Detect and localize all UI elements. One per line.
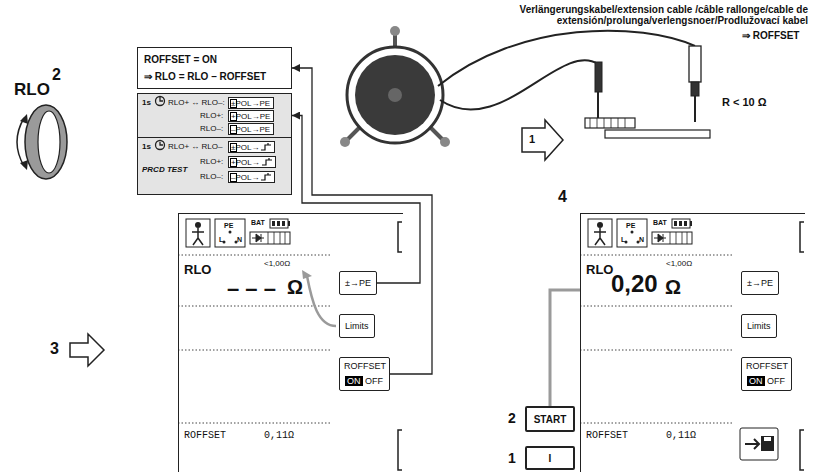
node-text: RLO+ ↔ RLO–: [168, 98, 225, 107]
plug-symbol [261, 173, 272, 182]
resistance-value: R < 10 Ω [722, 96, 767, 108]
offset-soft-key: ROFFSET ONOFF [339, 357, 390, 391]
node-text: RLO–: [200, 172, 223, 181]
limit-pointer [307, 276, 336, 326]
node-text: ON [345, 376, 363, 386]
node-text: –POL→PE [230, 125, 270, 134]
connector [292, 116, 420, 284]
polarity-icon: –POL→PE [228, 123, 274, 135]
formula-box: ROFFSET = ON ⇒ RLO = RLO – ROFFSET [137, 47, 292, 89]
node-text: ON [747, 376, 765, 386]
callout-number: 2 [52, 66, 61, 84]
offset-note: ⇒ ROFFSET [742, 30, 799, 41]
soft-key: Limits [741, 314, 777, 338]
node-text: PRCD TEST [142, 165, 187, 174]
node-text: RLO+ ↔ RLO– [168, 142, 222, 151]
node-text: L [219, 236, 223, 243]
prcd-panel: 1s RLO+ ↔ RLO– PRCD TEST RLO+: RLO–: ±POL→ +PO… [137, 137, 292, 195]
node-text: ROFFSET [184, 430, 226, 441]
soft-key: ±→PE [339, 271, 377, 295]
callout-number: 3 [50, 340, 59, 358]
display-screen: PEL N BAT RLO <1,00Ω – – – Ω ROFFSET 0,11Ω ±→PE Li… [178, 213, 403, 472]
start-key: START [525, 406, 575, 432]
node-text: OFF [767, 376, 785, 386]
node-text: 1s [142, 98, 151, 107]
display-screen: PEL N BAT RLO <1,00Ω 0,20 Ω ROFFSET 0,11Ω ±→PE Lim… [580, 213, 805, 472]
soft-key: ±→PE [741, 271, 779, 295]
polarity-icon: +POL→PE [228, 110, 274, 122]
function-name: RLO [14, 80, 50, 100]
callout-arrow [70, 334, 104, 366]
node-text: 0,20 [611, 270, 658, 298]
node-text: RLO+: [200, 111, 223, 120]
node-text: RLO–: [200, 124, 223, 133]
node-text: ±POL→ [230, 143, 259, 152]
node-text: PE [626, 222, 635, 229]
node-text: ROFFSET [746, 361, 788, 371]
callout-arrow [522, 120, 563, 160]
offset-soft-key: ROFFSET ONOFF [741, 357, 792, 391]
plug-symbol [262, 158, 273, 167]
timer-icon [156, 97, 165, 150]
node-text: BAT [251, 219, 265, 226]
test-leads [438, 31, 710, 138]
node-text: ROFFSET [344, 361, 386, 371]
polarity-icon: ±POL→ [228, 141, 275, 153]
node-text: 0,11Ω [666, 430, 696, 441]
node-text: +POL→ [230, 158, 260, 167]
node-text: Limits [345, 321, 369, 331]
polarity-icon: –POL→ [228, 171, 275, 183]
callout-number: 1 [508, 450, 516, 466]
connector [550, 290, 580, 406]
cable-reel [340, 26, 450, 147]
callout-number: 4 [558, 188, 567, 206]
node-text: +POL→PE [230, 112, 270, 121]
node-text: RLO+: [200, 157, 223, 166]
node-text: Ω [665, 276, 681, 299]
polarity-icon: +POL→ [228, 156, 276, 168]
node-text: ±POL→PE [230, 99, 270, 108]
node-text: RLO [586, 262, 613, 277]
toggle-panel: 1s RLO+ ↔ RLO–: RLO+: RLO–: ±POL→PE +POL→PE –P… [137, 93, 292, 138]
save-button [740, 428, 778, 460]
node-text: <1,00Ω [666, 259, 692, 268]
node-text: PE [224, 222, 233, 229]
node-text: <1,00Ω [264, 259, 290, 268]
node-text: –POL→ [230, 173, 259, 182]
node-text: L [621, 236, 625, 243]
node-text: BAT [653, 219, 667, 226]
node-text: Ω [287, 276, 303, 299]
node-text: 0,11Ω [264, 430, 294, 441]
on-key: I [525, 446, 575, 470]
plug-stroke [261, 173, 271, 180]
node-text: ⇒ RLO = RLO – ROFFSET [144, 71, 266, 82]
node-text: – – – [227, 276, 276, 302]
cable-caption: Verlängerungskabel/extension cable /câbl… [448, 4, 808, 26]
plug-stroke [262, 158, 272, 165]
node-text: ROFFSET [586, 430, 628, 441]
callout-number: 1 [529, 133, 535, 145]
node-text: RLO [184, 262, 211, 277]
node-text: Limits [747, 321, 771, 331]
node-text: START [534, 414, 567, 425]
node-text: ±→PE [345, 278, 371, 288]
node-text: N [237, 236, 242, 243]
callout-number: 2 [508, 410, 516, 426]
connector [292, 68, 432, 374]
node-text: ±→PE [747, 278, 773, 288]
node-text: 1s [142, 142, 151, 151]
node-text: OFF [365, 376, 383, 386]
soft-key: Limits [339, 314, 375, 338]
node-text: N [639, 236, 644, 243]
polarity-icon: ±POL→PE [228, 97, 274, 109]
node-text: ROFFSET = ON [144, 54, 217, 65]
rotary-switch [17, 105, 67, 179]
plug-symbol [261, 143, 272, 152]
node-text: I [549, 453, 552, 464]
plug-stroke [261, 143, 271, 150]
